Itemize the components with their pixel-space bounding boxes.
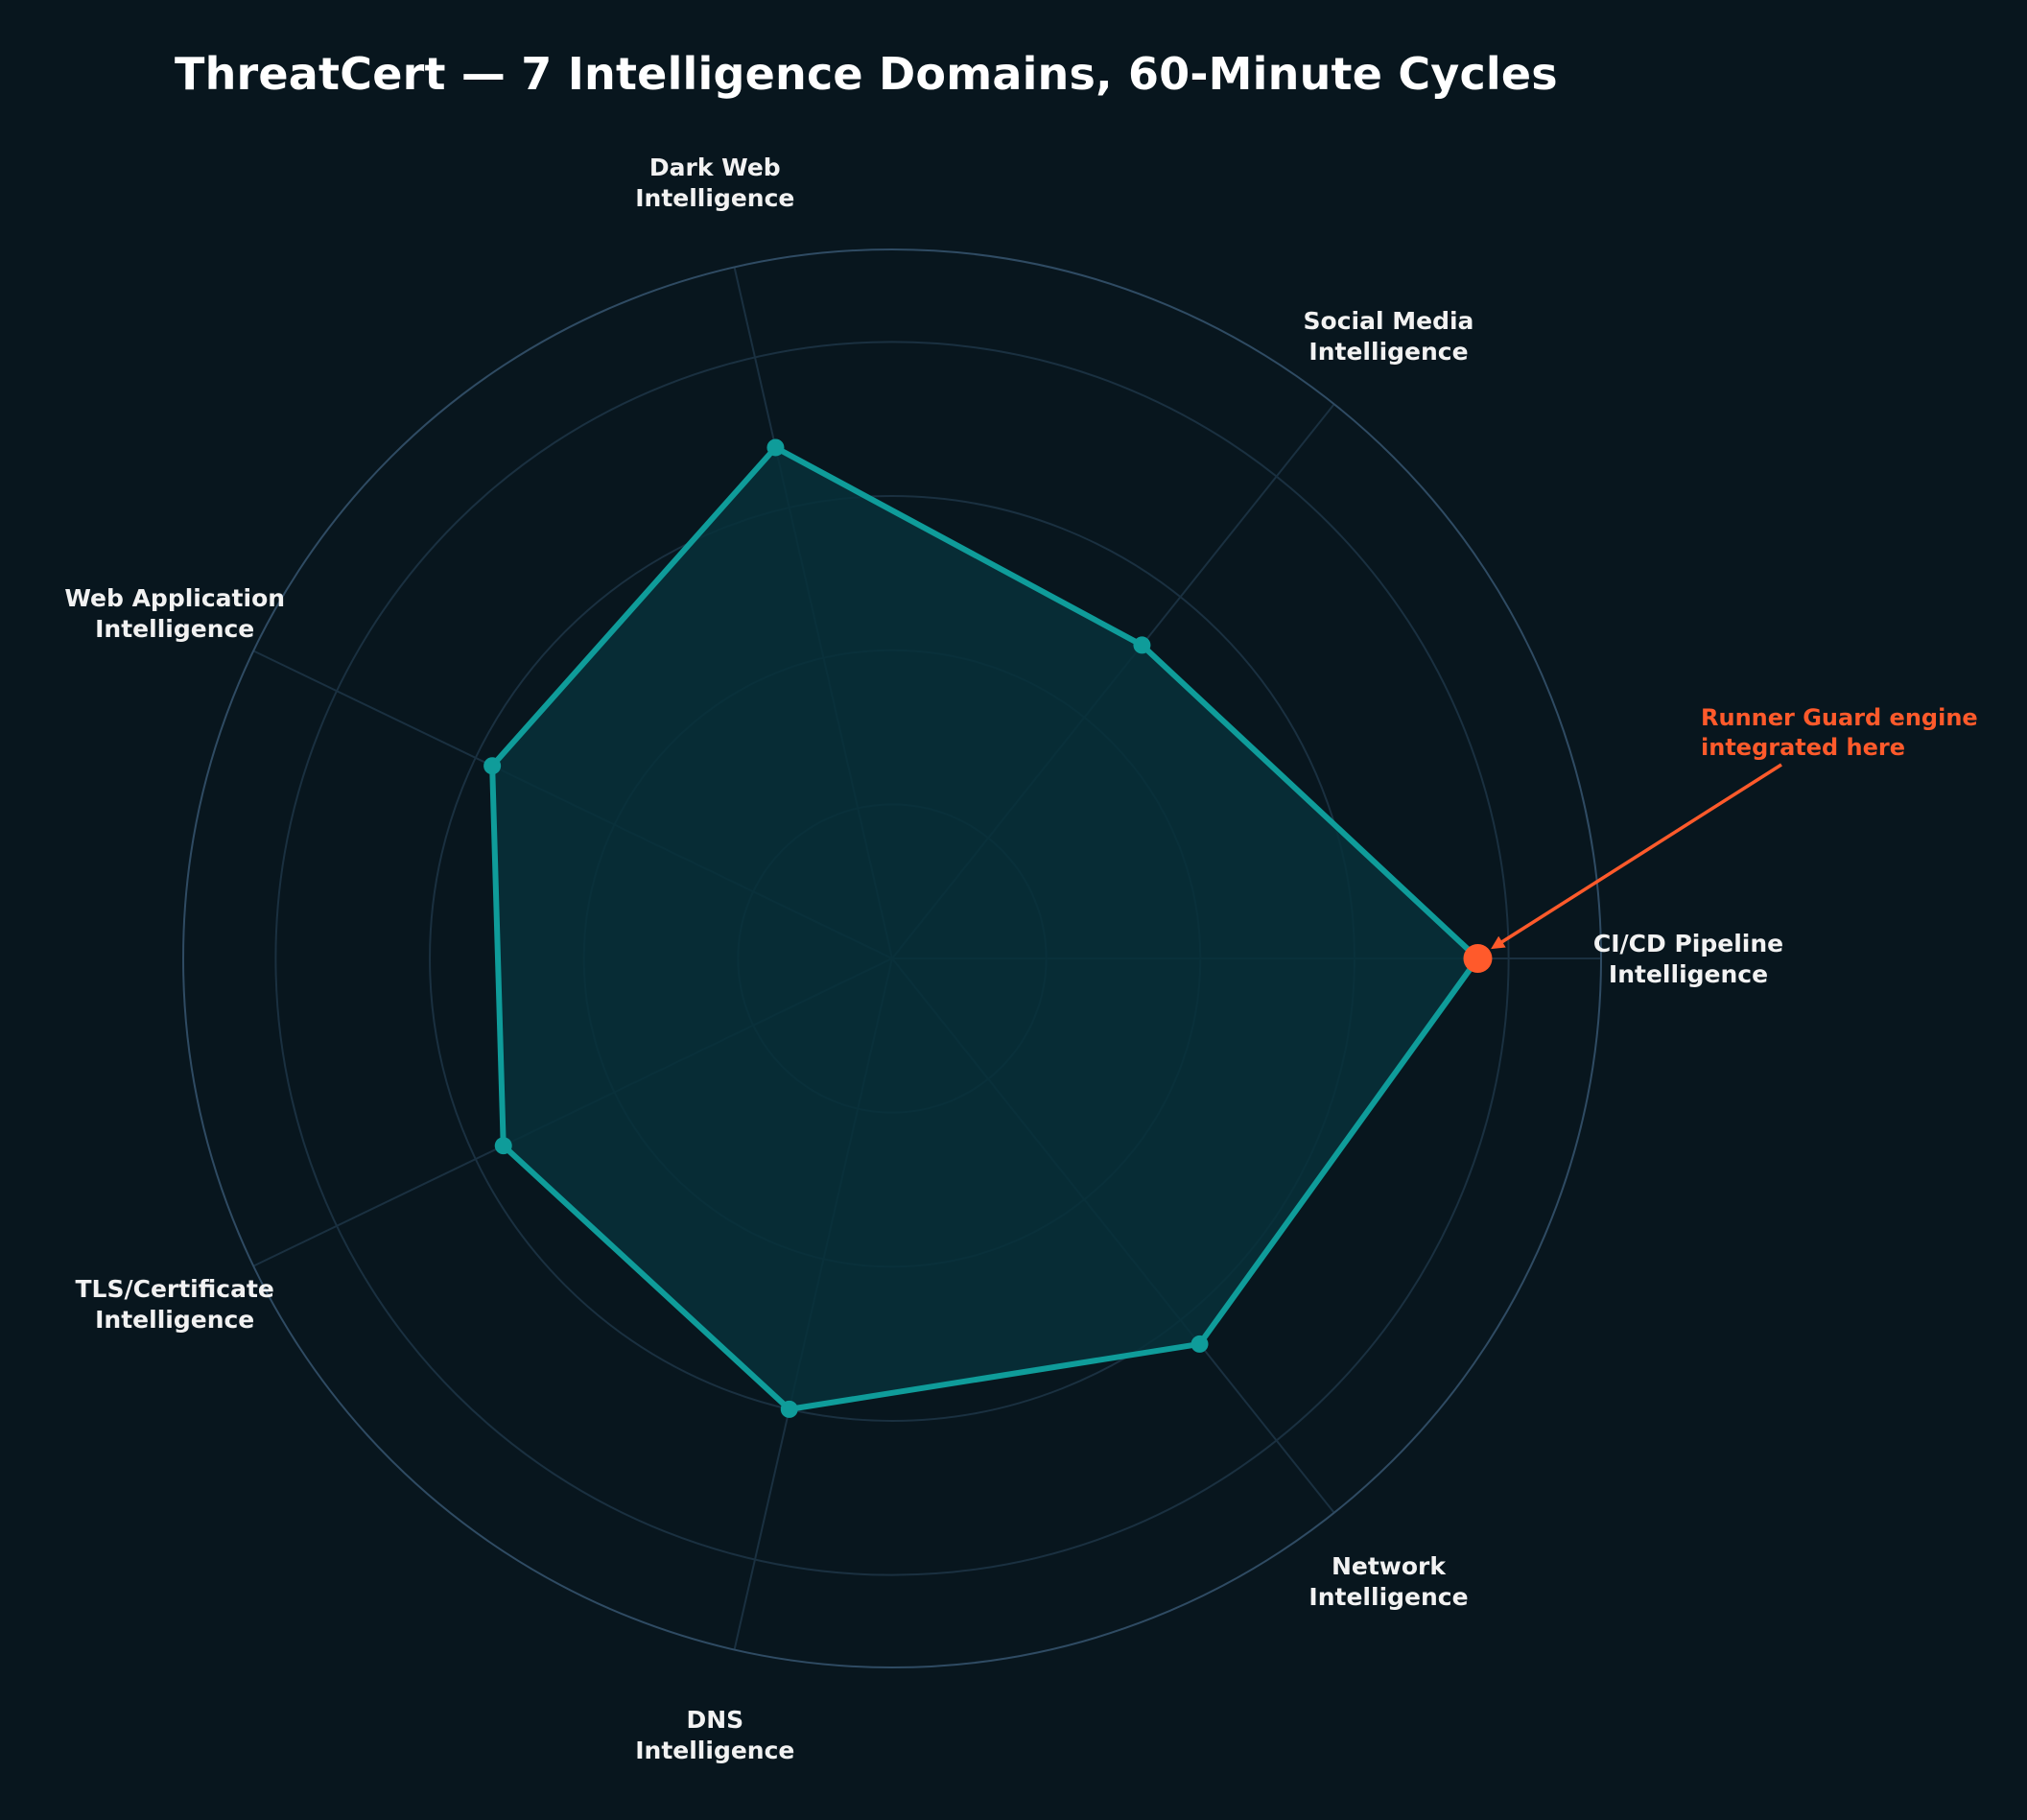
arrowhead-icon [1491, 935, 1506, 950]
annotation-line-1: Runner Guard engine [1701, 704, 1978, 731]
data-marker [780, 1400, 798, 1418]
outer-spine [182, 248, 1602, 1668]
data-marker [1133, 636, 1151, 654]
annotation-arrow [1493, 763, 1782, 949]
chart-title: ThreatCert — 7 Intelligence Domains, 60-… [175, 48, 1558, 100]
data-marker [1190, 1335, 1209, 1353]
annotation: Runner Guard engine integrated here [1491, 704, 1978, 950]
highlight-marker [1463, 944, 1493, 973]
annotation-line-2: integrated here [1701, 734, 1905, 761]
data-marker [766, 438, 785, 457]
data-marker [494, 1137, 512, 1155]
data-marker [483, 757, 502, 775]
data-markers [483, 438, 1493, 1418]
series-area [489, 444, 1481, 1412]
